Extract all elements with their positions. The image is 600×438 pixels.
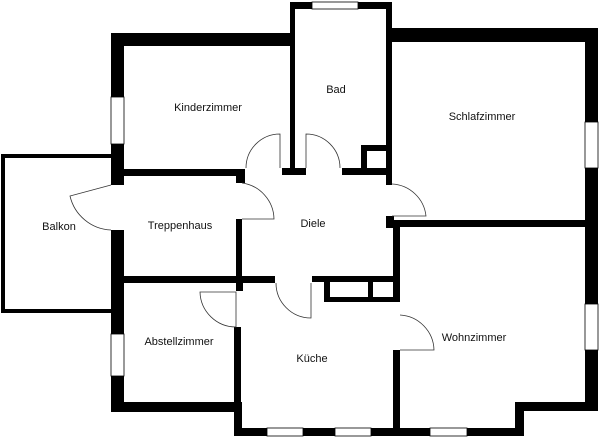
window-kueche-2 xyxy=(334,427,372,437)
room-label-bad: Bad xyxy=(326,84,346,96)
window-kinderzimmer xyxy=(110,96,125,145)
door-kinderzimmer xyxy=(245,133,281,169)
room-label-schlafzimmer: Schlafzimmer xyxy=(448,111,516,123)
window-wohnzimmer-bottom xyxy=(429,427,468,437)
window-kueche-1 xyxy=(266,427,304,437)
door-bad xyxy=(305,133,341,169)
room-label-kinderzimmer: Kinderzimmer xyxy=(174,102,242,114)
door-balkon xyxy=(69,184,112,231)
room-label-diele: Diele xyxy=(300,218,326,230)
room-label-wohnzimmer: Wohnzimmer xyxy=(441,332,507,344)
walls xyxy=(111,2,598,436)
window-schlafzimmer xyxy=(584,121,599,169)
door-wohnzimmer xyxy=(399,314,435,351)
room-label-abstellzimmer: Abstellzimmer xyxy=(144,336,214,348)
room-label-treppenhaus: Treppenhaus xyxy=(147,220,213,232)
door-schlafzimmer xyxy=(391,183,427,217)
door-treppenhaus xyxy=(241,182,275,220)
door-abstellzimmer xyxy=(199,291,237,328)
window-wohnzimmer xyxy=(584,303,599,351)
balkon-outline xyxy=(1,154,111,313)
door-kueche xyxy=(275,282,312,319)
window-abstellzimmer xyxy=(110,333,125,377)
room-label-balkon: Balkon xyxy=(42,221,76,233)
room-label-kueche: Küche xyxy=(296,353,328,365)
doors xyxy=(69,133,435,351)
window-bad xyxy=(311,1,359,10)
windows xyxy=(110,1,599,437)
